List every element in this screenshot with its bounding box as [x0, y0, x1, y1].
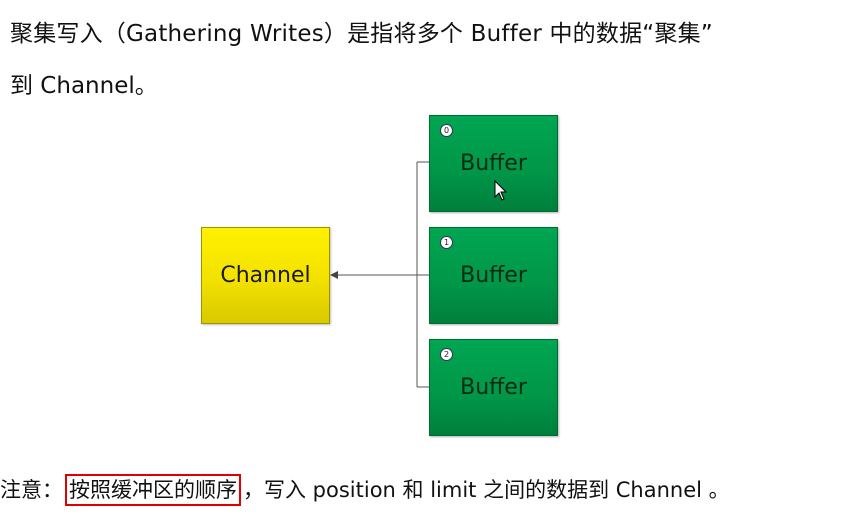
note-suffix: ，写入 position 和 limit 之间的数据到 Channel 。 — [243, 478, 730, 502]
intro-text-line-2: 到 Channel。 — [10, 73, 158, 99]
buffer-box-2: 2 Buffer — [429, 339, 558, 436]
note-text: 注意：按照缓冲区的顺序，写入 position 和 limit 之间的数据到 C… — [0, 474, 730, 506]
arrow-head — [330, 271, 338, 279]
mouse-cursor-icon — [494, 180, 508, 201]
channel-label: Channel — [220, 263, 311, 288]
buffer-label: Buffer — [460, 151, 527, 176]
buffer-box-1: 1 Buffer — [429, 227, 558, 324]
buffer-box-0: 0 Buffer — [429, 115, 558, 212]
buffer-index-badge: 0 — [440, 124, 453, 137]
buffer-index-badge: 1 — [440, 236, 453, 249]
channel-box: Channel — [201, 227, 330, 324]
note-prefix: 注意： — [0, 478, 63, 502]
buffer-label: Buffer — [460, 263, 527, 288]
note-highlight: 按照缓冲区的顺序 — [65, 474, 241, 506]
buffer-index-badge: 2 — [440, 348, 453, 361]
buffer-label: Buffer — [460, 375, 527, 400]
intro-text-line-1: 聚集写入（Gathering Writes）是指将多个 Buffer 中的数据“… — [10, 21, 713, 47]
